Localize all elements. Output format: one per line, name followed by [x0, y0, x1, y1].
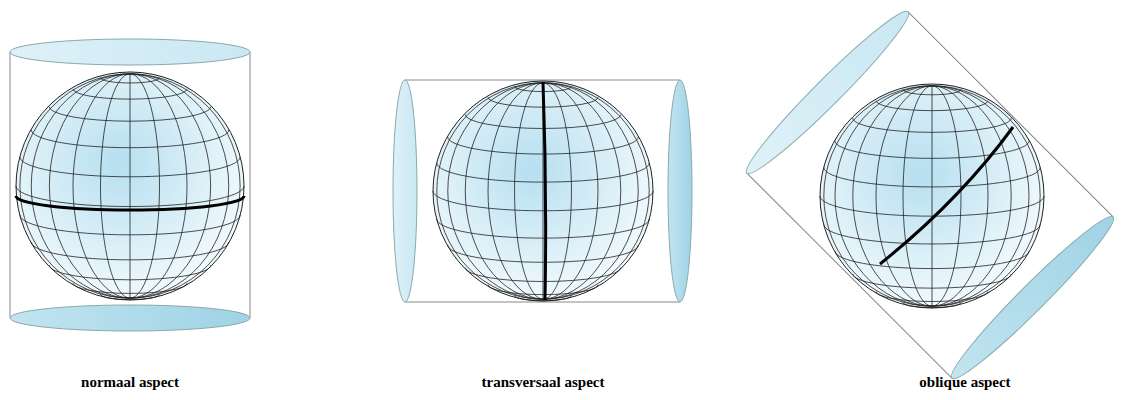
meridian-line [932, 86, 933, 306]
meridian-line [515, 83, 572, 299]
meridian-line [437, 83, 649, 299]
globe-fill [433, 81, 653, 301]
meridian-line [903, 86, 961, 306]
globe-fill [820, 84, 1044, 308]
tangent-meridian [543, 82, 546, 300]
tangent-equator [16, 196, 244, 210]
globe-fill [16, 72, 244, 300]
meridian-line [448, 83, 638, 299]
meridian-line [130, 74, 131, 298]
aspect-label: transversaal aspect [482, 374, 605, 391]
meridian-line [465, 83, 620, 299]
meridian-line [853, 86, 1011, 306]
meridian-line [488, 83, 598, 299]
meridian-line [73, 74, 187, 298]
meridian-line [20, 74, 240, 298]
tangent-circle [880, 127, 1013, 264]
meridian-line [876, 86, 988, 306]
globe-outline [16, 72, 244, 300]
meridian-line [824, 86, 1040, 306]
meridian-line [835, 86, 1029, 306]
cylinder-normal [10, 39, 250, 331]
cylinder-transverse [393, 80, 692, 302]
aspect-label: oblique aspect [919, 374, 1010, 391]
meridian-line [31, 74, 228, 298]
meridian-line [49, 74, 210, 298]
meridian-line [100, 74, 159, 298]
cylinder-oblique [738, 3, 1123, 388]
globe-oblique [820, 84, 1044, 308]
globe-outline [820, 84, 1044, 308]
globe-normal [16, 72, 244, 300]
aspect-label: normaal aspect [81, 374, 179, 391]
globe-outline [433, 81, 653, 301]
globe-transverse [433, 81, 653, 301]
